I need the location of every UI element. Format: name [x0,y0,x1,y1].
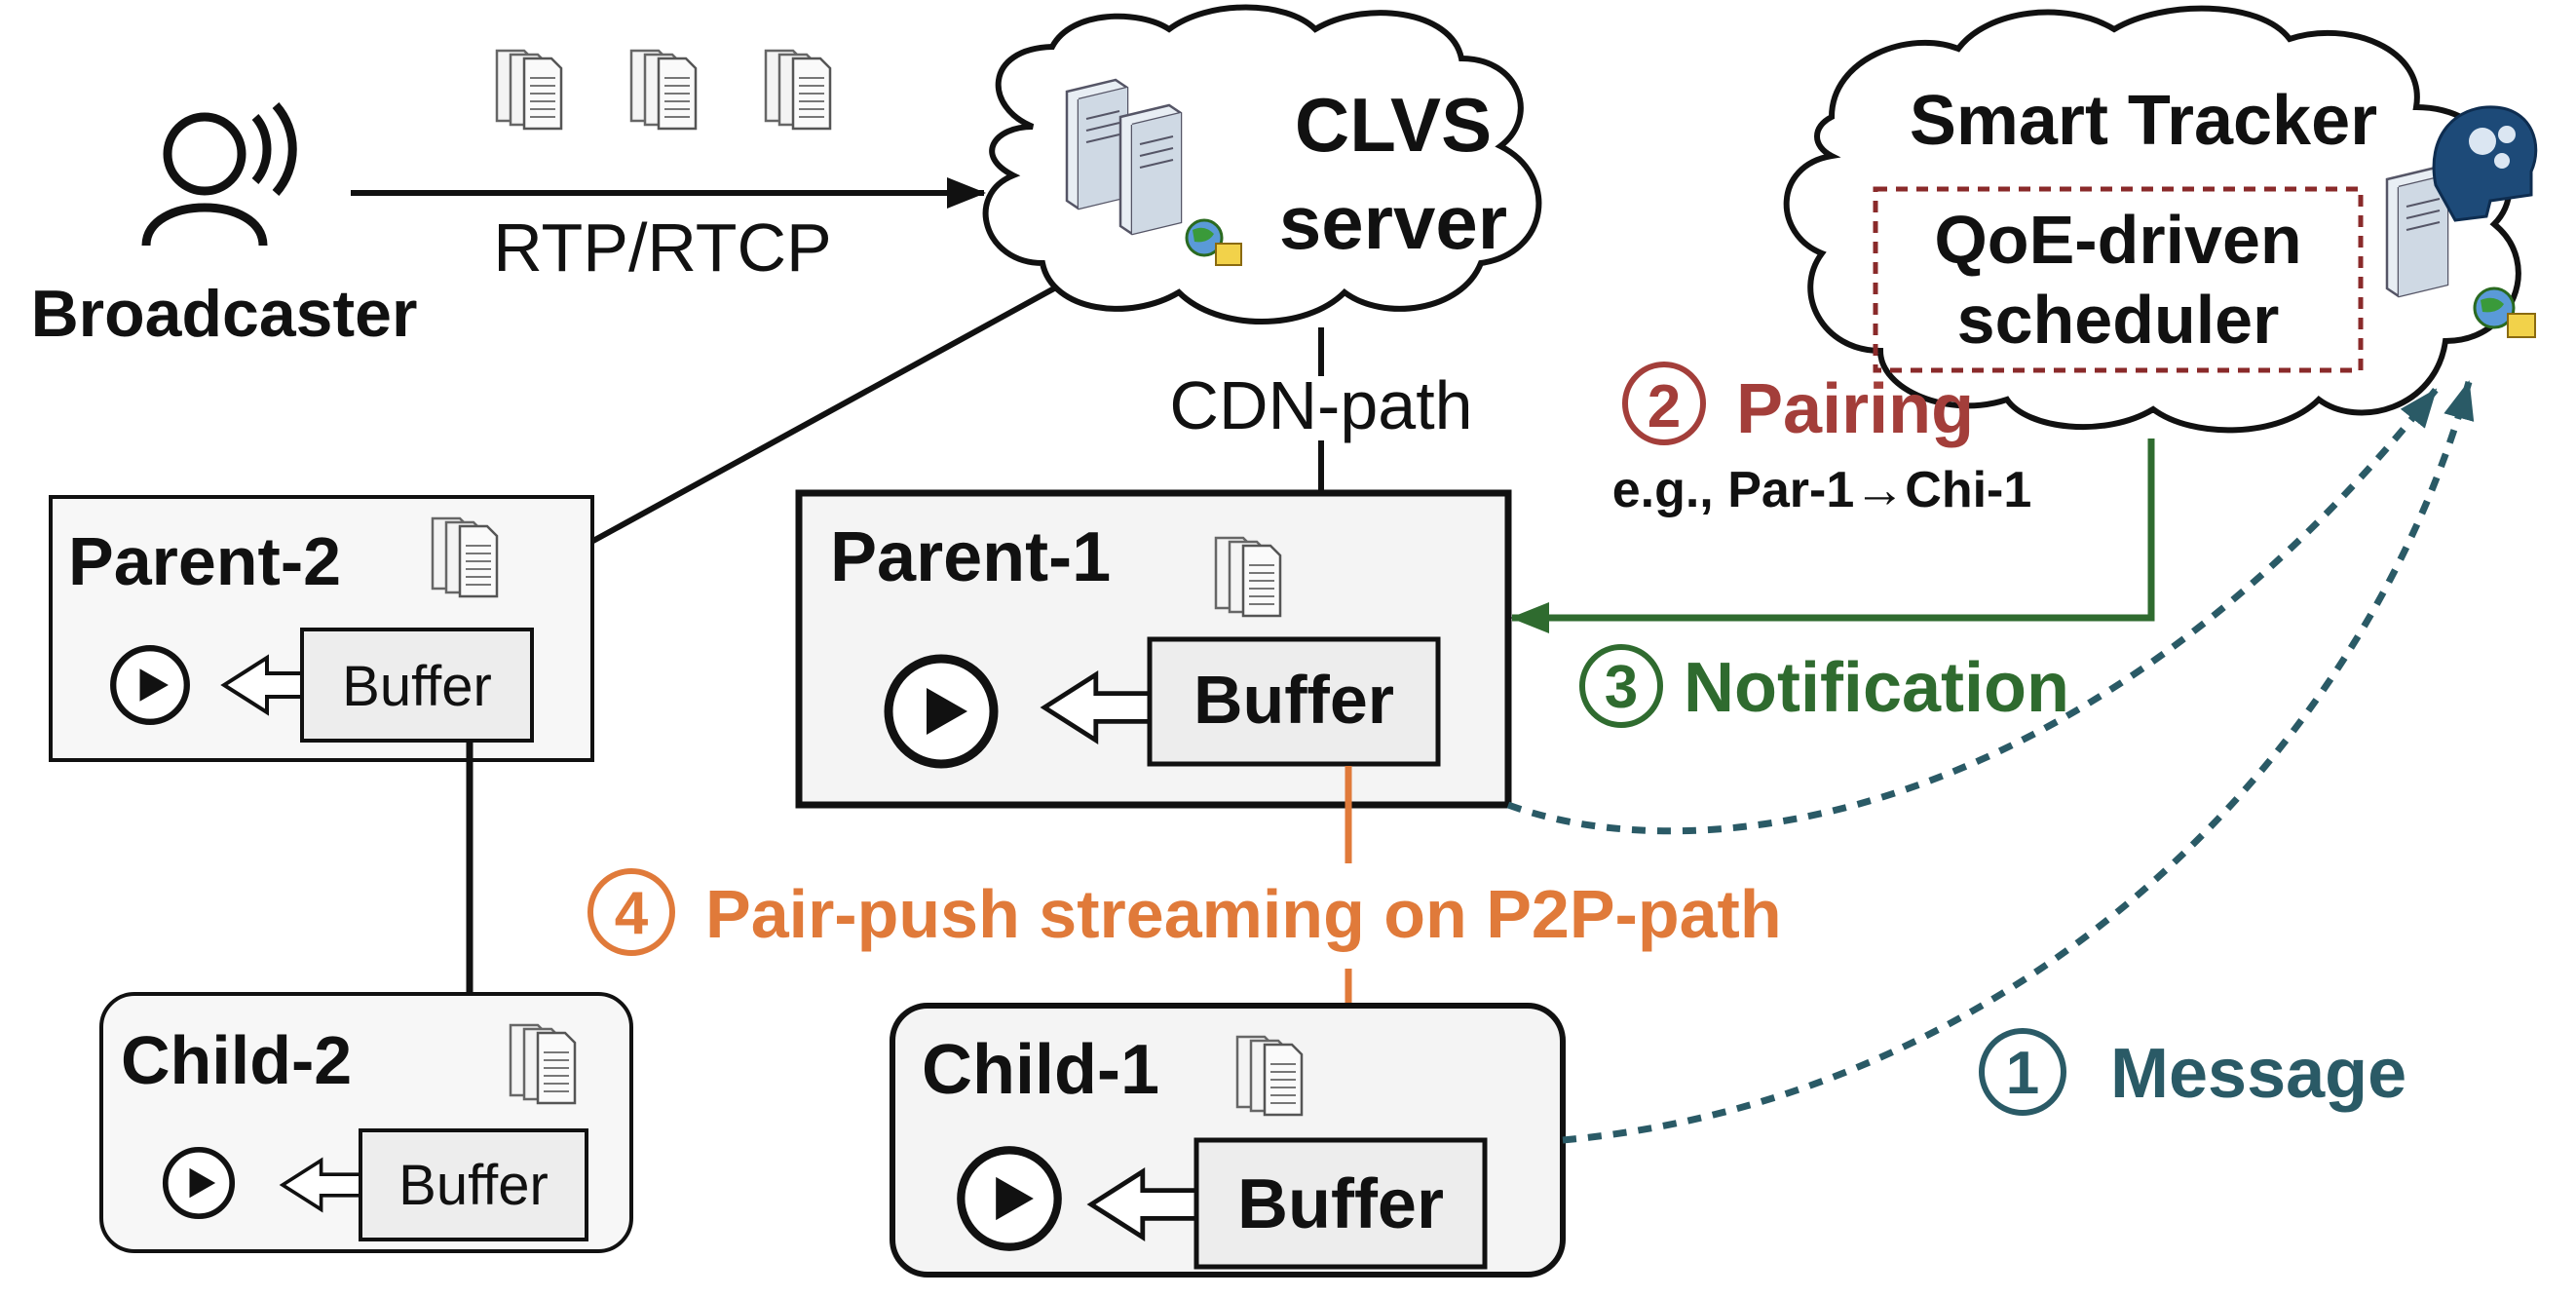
step-number: 2 [1648,373,1681,440]
step-number: 3 [1605,654,1638,721]
notification-arrow [1510,439,2155,633]
step-number-circle [1579,644,1663,728]
notification-label: Notification [1684,649,2069,727]
step-number: 1 [2006,1040,2039,1107]
smart-tracker-title: Smart Tracker [1910,82,2377,160]
qoe-scheduler-box [1873,186,2364,373]
step-pair-push: 4 Pair-push streaming on P2P-path [587,868,1782,956]
rtp-rtcp-label: RTP/RTCP [493,210,831,286]
step-pairing: 2 Pairing e.g., Par-1→Chi-1 [1612,362,2032,518]
child2-buffer-label: Buffer [398,1154,549,1217]
stream-packets-icon [495,49,563,131]
child2-packets-icon [509,1023,577,1105]
message-label: Message [2110,1035,2406,1113]
clvs-server-icon [1065,78,1242,266]
parent1-message-curve [1506,387,2439,835]
parent2-buffer [300,628,534,743]
cdn-label-mask [1130,376,1520,440]
parent2-label: Parent-2 [68,523,341,599]
step-number-circle [587,868,675,956]
parent2-buffer-label: Buffer [342,655,492,718]
child2-play-icon [166,1150,232,1216]
pair-push-label-bg [686,863,1982,969]
child1-node: Child-1 Buffer [890,1003,1566,1278]
child1-packets-icon [1235,1035,1304,1117]
broadcaster-icon [141,102,297,247]
qoe-scheduler-line2: scheduler [1957,282,2280,358]
broadcaster-label: Broadcaster [31,277,418,351]
pair-push-label: Pair-push streaming on P2P-path [705,876,1782,952]
broadcaster: Broadcaster [31,102,418,351]
step-number: 4 [615,880,649,947]
pairing-label: Pairing [1736,370,1974,448]
stream-packets-icon [629,49,698,131]
step-number-circle [1979,1028,2066,1116]
child2-node: Child-2 Buffer [99,992,633,1253]
child1-buffer [1193,1137,1488,1270]
clvs-label-line2: server [1279,179,1507,265]
clvs-server-cloud: CLVS server [982,4,1542,324]
parent2-node: Parent-2 Buffer [49,495,594,762]
parent2-play-icon [113,648,187,722]
child1-play-icon [961,1150,1057,1246]
step-notification: 3 Notification [1579,644,2069,728]
stream-packets-icon [764,49,832,131]
cdn-path-label: CDN-path [1169,367,1472,443]
pairing-example: e.g., Par-1→Chi-1 [1612,462,2032,518]
child1-message-curve [1562,380,2475,1144]
parent1-play-icon [889,659,994,764]
child1-buffer-label: Buffer [1237,1165,1444,1243]
parent1-node: Parent-1 Buffer [795,489,1512,809]
parent2-packets-icon [431,516,499,598]
qoe-scheduler-line1: QoE-driven [1934,202,2301,278]
step-message: 1 Message [1979,1028,2406,1116]
tracker-server-ai-icon [2385,105,2538,338]
child2-buffer [359,1128,588,1241]
clvs-label-line1: CLVS [1295,82,1492,168]
child2-label: Child-2 [121,1022,352,1098]
parent1-buffer [1147,636,1441,767]
parent1-buffer-label: Buffer [1193,662,1394,738]
parent1-packets-icon [1214,536,1282,618]
child1-label: Child-1 [922,1031,1159,1109]
step-number-circle [1622,362,1706,445]
parent1-label: Parent-1 [830,518,1111,596]
smart-tracker-cloud: Smart Tracker QoE-driven scheduler [1783,5,2538,434]
